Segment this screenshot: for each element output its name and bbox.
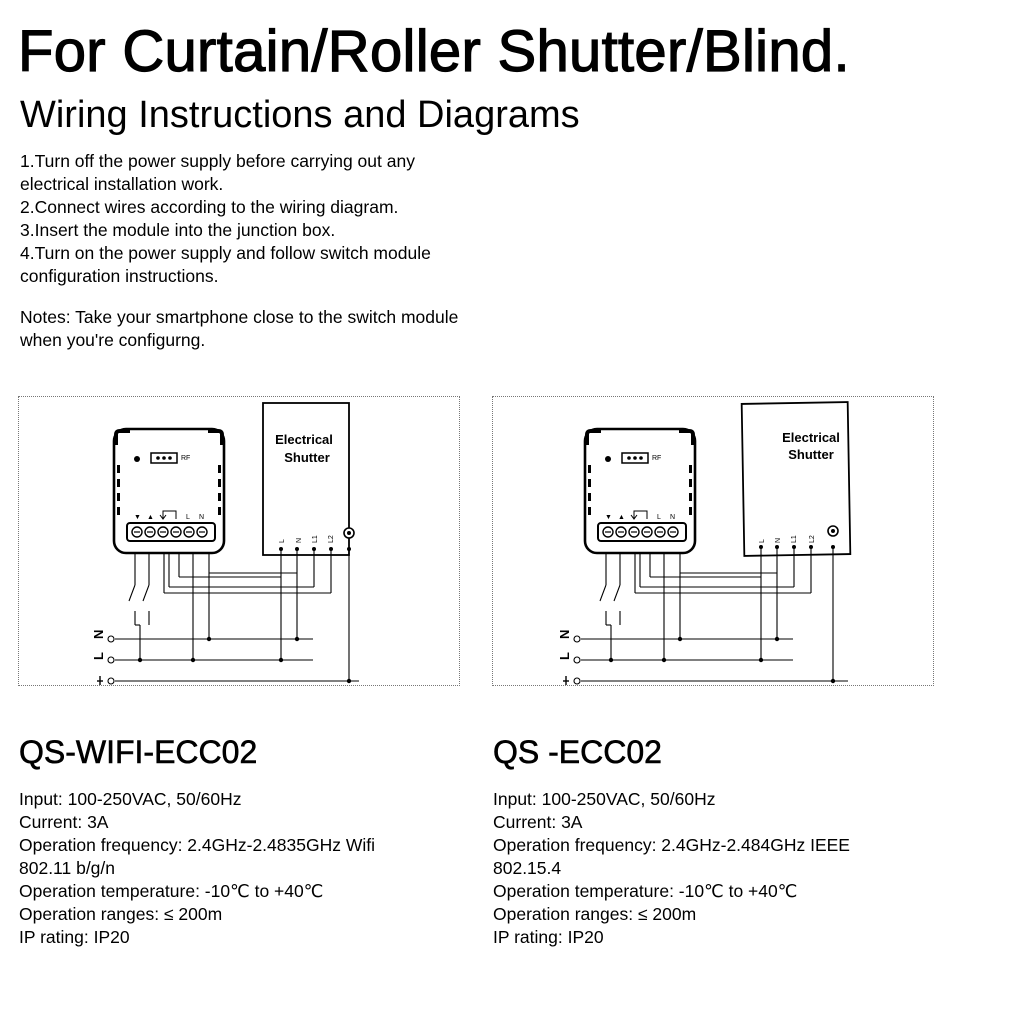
- terminal-label-down: ▼: [605, 514, 612, 521]
- spec-frequency-standard: 802.11 b/g/n: [19, 858, 116, 878]
- spec-input: Input: 100-250VAC, 50/60Hz: [19, 789, 242, 809]
- terminal-label-up: ▲: [147, 514, 154, 521]
- bus-label-l: L: [91, 652, 106, 660]
- shutter-terminal-l1: L1: [791, 535, 798, 543]
- module-dashed-edges: [117, 465, 221, 515]
- terminal-label-l: L: [657, 514, 661, 521]
- page-subtitle: Wiring Instructions and Diagrams: [20, 94, 580, 136]
- shutter-label-line2: Shutter: [284, 450, 330, 465]
- wiring-diagram-right: RF ▼ ▲ L N Electrical Shutter L N L1: [492, 396, 934, 686]
- spec-frequency: Operation frequency: 2.4GHz-2.484GHz IEE…: [493, 835, 850, 855]
- instruction-step-2: 2.Connect wires according to the wiring …: [20, 197, 399, 217]
- junction-dots: [137, 636, 352, 684]
- switch-module-body: [583, 427, 697, 555]
- ground-icon: [563, 676, 569, 685]
- spec-frequency-standard: 802.15.4: [493, 858, 562, 878]
- spec-temperature: Operation temperature: -10℃ to +40℃: [493, 881, 798, 901]
- switch-module-terminal-block: [597, 522, 687, 542]
- shutter-terminals: L N L1 L2: [759, 525, 839, 549]
- bus-label-l: L: [557, 652, 572, 660]
- rf-label: RF: [652, 455, 661, 462]
- spec-frequency: Operation frequency: 2.4GHz-2.4835GHz Wi…: [19, 835, 375, 855]
- model-name-zigbee: QS -ECC02: [493, 734, 663, 771]
- spec-current: Current: 3A: [493, 812, 583, 832]
- spec-range: Operation ranges: ≤ 200m: [493, 904, 697, 924]
- bus-label-n: N: [557, 630, 572, 639]
- terminal-label-n: N: [670, 514, 675, 521]
- module-corner-notches: [585, 429, 695, 445]
- bus-label-n: N: [91, 630, 106, 639]
- electrical-shutter-box: [740, 401, 852, 557]
- spec-list-wifi: Input: 100-250VAC, 50/60Hz Current: 3A O…: [19, 788, 479, 949]
- spec-input: Input: 100-250VAC, 50/60Hz: [493, 789, 716, 809]
- module-corner-notches: [114, 429, 224, 445]
- module-led-icon: [605, 456, 611, 462]
- wiring-lines: [115, 549, 359, 682]
- module-dashed-edges: [588, 465, 692, 515]
- shutter-terminal-l1: L1: [312, 535, 319, 543]
- shutter-terminal-n: N: [296, 538, 303, 543]
- shutter-label-line2: Shutter: [788, 447, 834, 462]
- instruction-step-1: 1.Turn off the power supply before carry…: [20, 151, 415, 194]
- module-terminals: ▼ ▲ L N: [602, 510, 679, 538]
- shutter-label-line1: Electrical: [782, 430, 840, 445]
- wiring-diagram-svg-right: RF ▼ ▲ L N Electrical Shutter L N L1: [557, 401, 852, 685]
- shutter-terminal-l: L: [759, 539, 766, 543]
- shutter-label-line1: Electrical: [275, 432, 333, 447]
- spec-current: Current: 3A: [19, 812, 109, 832]
- shutter-terminal-n: N: [775, 538, 782, 543]
- terminal-label-down: ▼: [134, 514, 141, 521]
- spec-range: Operation ranges: ≤ 200m: [19, 904, 223, 924]
- instruction-step-4: 4.Turn on the power supply and follow sw…: [20, 243, 431, 286]
- terminal-label-up: ▲: [618, 514, 625, 521]
- model-name-wifi: QS-WIFI-ECC02: [19, 734, 258, 771]
- spec-list-zigbee: Input: 100-250VAC, 50/60Hz Current: 3A O…: [493, 788, 953, 949]
- switch-module-terminal-block: [126, 522, 216, 542]
- rf-connector: [150, 452, 178, 464]
- rf-connector: [621, 452, 649, 464]
- shutter-terminal-l: L: [279, 539, 286, 543]
- wiring-diagram-svg: RF ▼ ▲ L N Electrical Shutter L N: [91, 402, 359, 685]
- rf-label: RF: [181, 455, 190, 462]
- instruction-list: 1.Turn off the power supply before carry…: [20, 150, 540, 288]
- wiring-lines: [581, 547, 848, 682]
- electrical-shutter-box: [262, 402, 350, 556]
- switch-module-body: [112, 427, 226, 555]
- terminal-label-n: N: [199, 514, 204, 521]
- spec-ip-rating: IP rating: IP20: [493, 927, 604, 947]
- ground-icon: [97, 676, 103, 685]
- instruction-step-3: 3.Insert the module into the junction bo…: [20, 220, 336, 240]
- notes-text: Notes: Take your smartphone close to the…: [20, 307, 459, 350]
- shutter-terminals: L N L1 L2: [279, 527, 355, 551]
- terminal-label-l: L: [186, 514, 190, 521]
- page-title: For Curtain/Roller Shutter/Blind.: [17, 18, 850, 84]
- spec-temperature: Operation temperature: -10℃ to +40℃: [19, 881, 324, 901]
- shutter-terminal-l2: L2: [328, 535, 335, 543]
- shutter-terminal-l2: L2: [809, 535, 816, 543]
- module-terminals: ▼ ▲ L N: [131, 510, 208, 538]
- module-led-icon: [134, 456, 140, 462]
- wiring-diagram-left: RF ▼ ▲ L N Electrical Shutter L N: [18, 396, 460, 686]
- junction-dots: [608, 636, 836, 684]
- spec-ip-rating: IP rating: IP20: [19, 927, 130, 947]
